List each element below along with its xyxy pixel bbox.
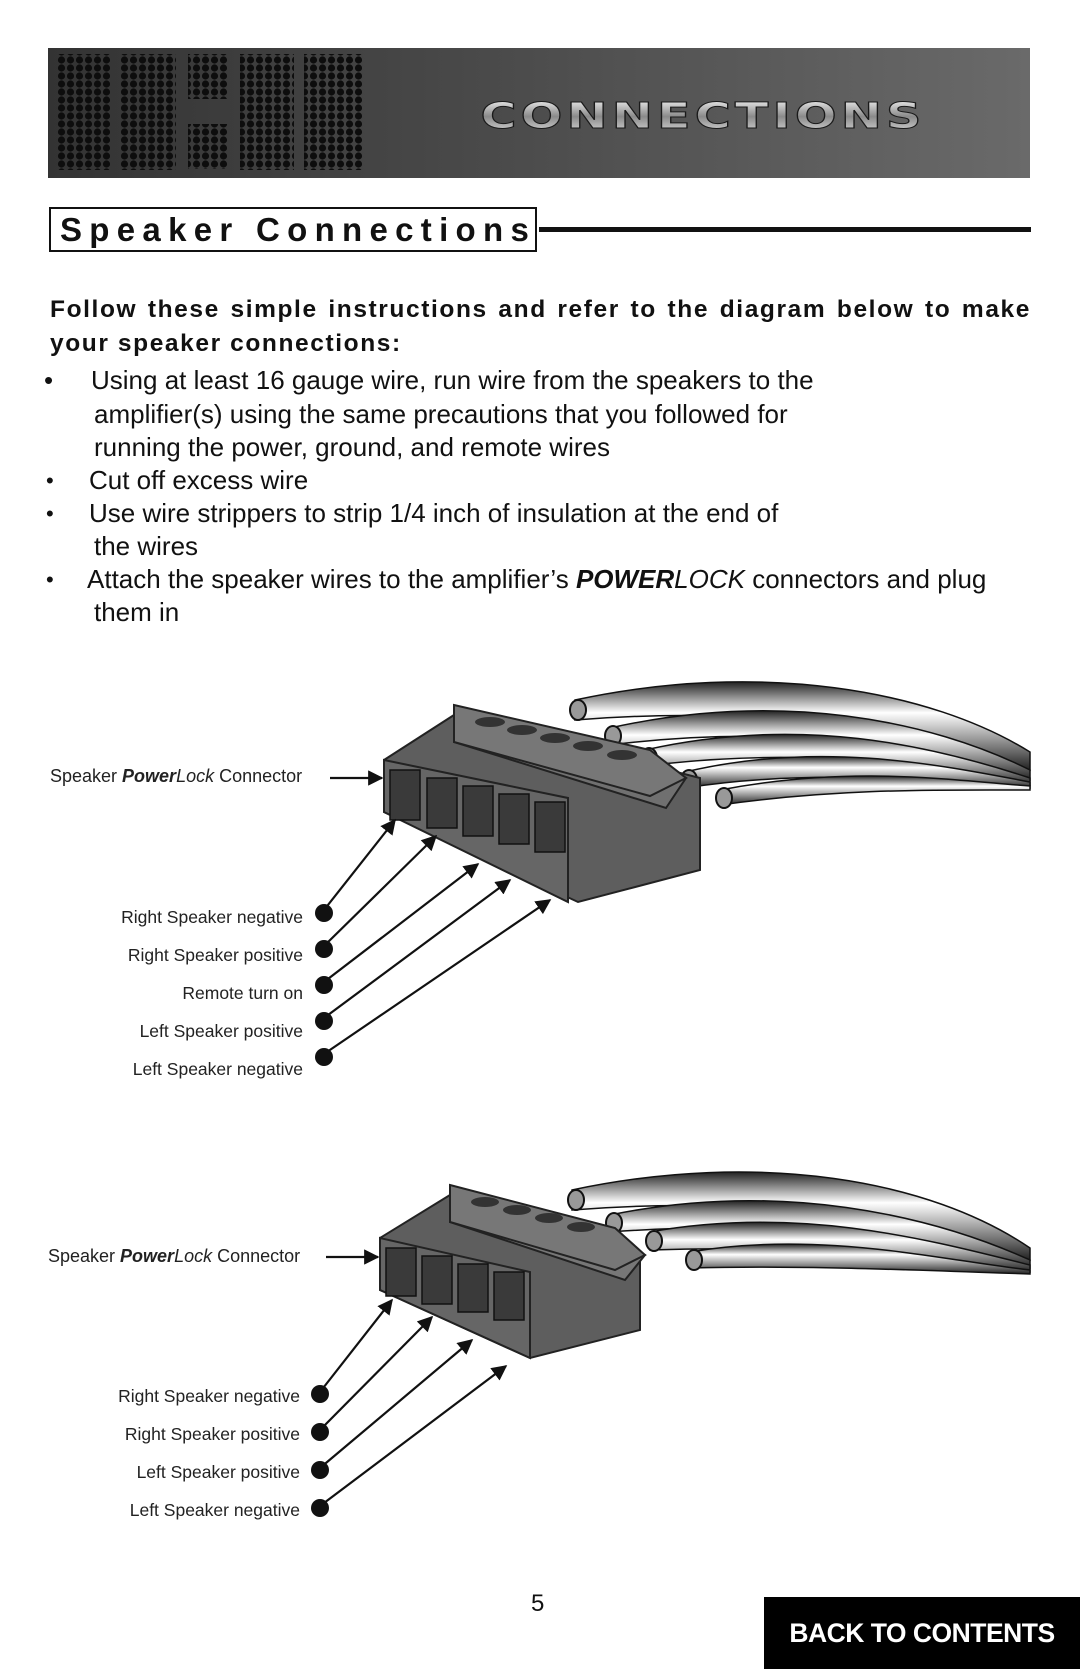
instruction-1-line-2: amplifier(s) using the same precautions … (94, 399, 788, 429)
bullet-dot: • (46, 468, 54, 493)
section-title: Speaker Connections (60, 211, 537, 248)
pin-label: Right Speaker positive (124, 1424, 300, 1444)
instruction-3-line-1: Use wire strippers to strip 1/4 inch of … (89, 498, 779, 528)
back-to-contents-button[interactable]: BACK TO CONTENTS (764, 1597, 1080, 1669)
brand-power: POWER (575, 564, 675, 594)
section-rule (539, 227, 1031, 232)
pin-label: Left Speaker negative (132, 1059, 303, 1079)
instruction-4-line-2: them in (94, 597, 180, 627)
pin-label: Right Speaker negative (118, 1386, 300, 1406)
header-banner: CONNECTIONS (48, 48, 1030, 178)
pin-label: Left Speaker positive (136, 1462, 300, 1482)
bullet-dot: • (46, 567, 54, 592)
pin-label: Right Speaker positive (127, 945, 303, 965)
connector-label-2: Speaker PowerLock Connector (48, 1246, 301, 1266)
brand-lock: LOCK (674, 564, 745, 594)
bullet-dot: • (46, 501, 54, 526)
bullet-dot: • (44, 365, 54, 395)
instruction-4-line-1: Attach the speaker wires to the amplifie… (87, 564, 987, 594)
section-heading-box (49, 207, 537, 252)
banner-title: CONNECTIONS (481, 96, 926, 137)
intro-text: Follow these simple instructions and ref… (50, 296, 1031, 357)
instruction-2-line-1: Cut off excess wire (89, 465, 309, 495)
pin-label: Right Speaker negative (121, 907, 303, 927)
pin-label: Left Speaker positive (139, 1021, 303, 1041)
speaker-grille-graphic (56, 54, 362, 170)
instruction-1-line-1: Using at least 16 gauge wire, run wire f… (91, 365, 814, 395)
pin-label: Remote turn on (182, 983, 303, 1003)
powerlock-connector-5pin (383, 703, 701, 904)
connector-label-1: Speaker PowerLock Connector (50, 766, 303, 786)
pin-label: Left Speaker negative (129, 1500, 300, 1520)
instruction-1-line-3: running the power, ground, and remote wi… (94, 432, 610, 462)
powerlock-connector-4pin (379, 1183, 647, 1360)
instruction-3-line-2: the wires (94, 531, 199, 561)
speaker-connector-diagram-4pin (311, 1171, 1031, 1517)
speaker-connector-diagram-5pin (315, 681, 1031, 1066)
page-number: 5 (531, 1590, 545, 1617)
